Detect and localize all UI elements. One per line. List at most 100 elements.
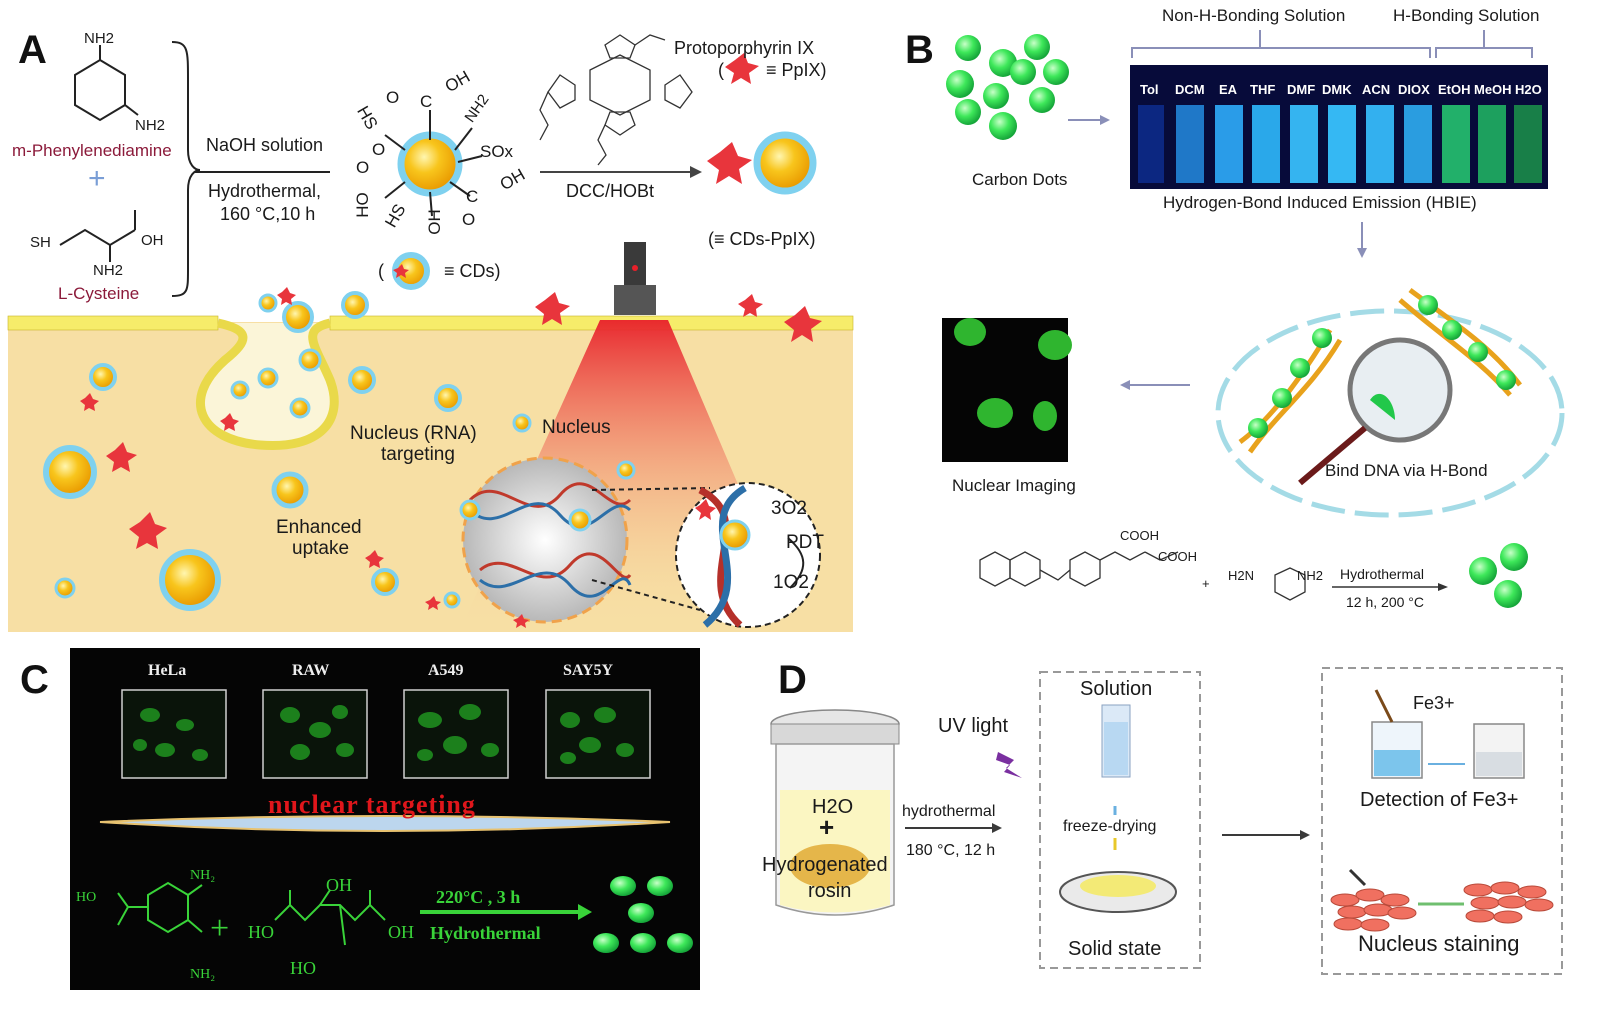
solvent-label: DMK	[1322, 82, 1352, 97]
c-cond-2: Hydrothermal	[430, 923, 541, 943]
c-cond-1: 220°C , 3 h	[436, 887, 521, 907]
h-bonding-label: H-Bonding Solution	[1393, 6, 1540, 25]
cell-membrane	[7, 315, 854, 331]
coupling-agent: DCC/HOBt	[566, 181, 655, 201]
uv-label: UV light	[938, 715, 1009, 737]
magnifier	[1347, 337, 1453, 443]
nucleus-label: Nucleus	[542, 417, 611, 438]
hydrothermal-b: Hydrothermal	[1340, 566, 1425, 582]
reactant2-label: L-Cysteine	[58, 284, 140, 303]
plus-d: +	[819, 812, 835, 842]
panel-a-letter: A	[18, 28, 47, 72]
targeting-label: targeting	[381, 444, 455, 465]
group-c-3: O	[372, 140, 386, 159]
pdt-label: PDT	[786, 532, 824, 553]
solvent-label: EA	[1219, 82, 1238, 97]
staining-cells	[1330, 881, 1554, 932]
plus-c: +	[210, 910, 230, 947]
reactant1-label: m-Phenylenediamine	[12, 141, 172, 160]
cys-nh2: NH2	[93, 262, 124, 279]
condition-hydrothermal: Hydrothermal,	[208, 181, 322, 201]
bind-dna-label: Bind DNA via H-Bond	[1325, 461, 1488, 480]
hydrogenated-label: Hydrogenated	[762, 854, 888, 876]
panel-c-dots	[593, 876, 693, 953]
freeze-drying-label: freeze-drying	[1063, 818, 1157, 835]
enhanced-label: Enhanced	[276, 517, 362, 538]
solvent-label: Tol	[1140, 82, 1159, 97]
cds-legend: ≡ CDs)	[444, 261, 501, 281]
nucleus-staining-label: Nucleus staining	[1358, 931, 1520, 956]
cooh-2: COOH	[1158, 549, 1197, 564]
solvent-label: DMF	[1287, 82, 1316, 97]
nuclear-imaging-label: Nuclear Imaging	[952, 476, 1076, 495]
o2-triplet: 3O2	[771, 498, 807, 519]
uptake-label: uptake	[292, 538, 350, 559]
non-h-bonding-label: Non-H-Bonding Solution	[1162, 6, 1346, 25]
plus-b: +	[1202, 576, 1210, 591]
nh2-label-c1: NH₂	[190, 868, 216, 883]
cell-label: A549	[428, 662, 464, 679]
cooh-1: COOH	[1120, 528, 1159, 543]
dna-binding-ellipse	[1215, 308, 1565, 518]
panel-c-molecules	[117, 881, 386, 946]
nucleus-rna-label: Nucleus (RNA)	[350, 423, 477, 444]
h2n-label: H2N	[1228, 568, 1255, 583]
hbie-label: Hydrogen-Bond Induced Emission (HBIE)	[1163, 193, 1477, 212]
oh-label-2: OH	[326, 875, 352, 895]
condition-naoh: NaOH solution	[206, 135, 324, 155]
panel-b-letter: B	[905, 28, 934, 72]
cell-label: HeLa	[148, 662, 187, 679]
ho-label-3: HO	[290, 958, 316, 978]
oh-label: OH	[388, 922, 414, 942]
cd-particles	[43, 131, 817, 611]
ppix-name: Protoporphyrin IX	[674, 38, 815, 58]
solvent-label: DIOX	[1398, 82, 1430, 97]
cds-legend-paren: (	[378, 261, 384, 281]
plus-a: +	[88, 162, 106, 195]
group-sox: SOx	[480, 142, 514, 161]
carbon-dots-label: Carbon Dots	[972, 170, 1068, 189]
fe-label: Fe3+	[1413, 693, 1455, 713]
mpd-nh2-top: NH2	[84, 30, 115, 47]
group-o-3: O	[386, 88, 400, 107]
group-o-1: O	[462, 210, 476, 229]
cond-d: 180 °C, 12 h	[906, 842, 996, 859]
ho-label-1: HO	[76, 890, 97, 905]
carbon-dots-product	[1469, 543, 1528, 608]
nuclear-targeting-title: nuclear targeting	[268, 790, 476, 819]
solid-state-label: Solid state	[1068, 938, 1162, 960]
cds-ppix-label: (≡ CDs-PpIX)	[708, 229, 816, 249]
mpd-nh2-side: NH2	[135, 117, 166, 134]
water-label: H2O	[812, 796, 854, 818]
ppix-structure	[539, 34, 693, 166]
cys-sh: SH	[30, 234, 51, 251]
cell-label: RAW	[292, 662, 330, 679]
carbon-dots-b	[946, 34, 1069, 140]
solvent-label: EtOH	[1438, 82, 1471, 97]
solvent-label: THF	[1250, 82, 1276, 97]
group-c-1: C	[420, 92, 433, 111]
solvent-label: ACN	[1362, 82, 1391, 97]
folic-acid-structure	[979, 551, 1179, 587]
ppix-markers	[80, 53, 822, 628]
panel-c-letter: C	[20, 658, 49, 702]
cell-label: SAY5Y	[563, 662, 614, 679]
ppix-open-paren: (	[718, 60, 724, 80]
ppix-abbr: ≡ PpIX)	[766, 60, 827, 80]
hydro-cond-b: 12 h, 200 °C	[1346, 594, 1424, 610]
panel-d-letter: D	[778, 658, 807, 702]
o2-singlet: 1O2	[773, 572, 809, 593]
nh2-label-c2: NH₂	[190, 967, 216, 982]
condition-temp: 160 °C,10 h	[220, 204, 316, 224]
solvent-label: DCM	[1175, 82, 1205, 97]
solution-label: Solution	[1080, 678, 1153, 700]
group-o-2: O	[356, 158, 370, 177]
group-c-2: C	[466, 187, 479, 206]
hydrothermal-d: hydrothermal	[902, 803, 996, 820]
solvent-label: MeOH	[1474, 82, 1512, 97]
solvent-label: H2O	[1515, 82, 1542, 97]
vials	[1138, 105, 1542, 183]
cys-oh: OH	[141, 232, 164, 249]
